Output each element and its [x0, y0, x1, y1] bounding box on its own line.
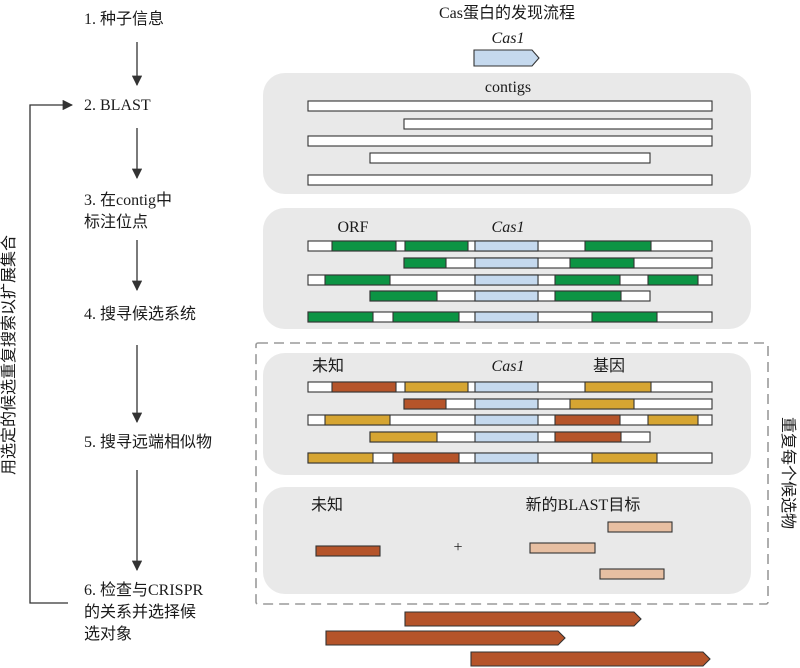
- cas1-segment: [474, 398, 539, 410]
- gene-segment: [331, 240, 397, 252]
- unknown-gene: [315, 545, 381, 557]
- gene-segment: [569, 398, 635, 410]
- cas1-segment: [474, 274, 539, 286]
- gene-segment: [403, 257, 447, 269]
- gene-segment: [307, 452, 374, 464]
- step-5: 5. 搜寻远端相似物: [84, 433, 212, 451]
- gene-segment: [392, 452, 460, 464]
- cas1-segment: [474, 290, 539, 302]
- contig-bar: [307, 100, 713, 112]
- gene-segment: [307, 311, 374, 323]
- gene-segment: [403, 398, 447, 410]
- contigs-label: contigs: [485, 79, 531, 96]
- unknown-label: 未知: [312, 357, 344, 375]
- gene-segment: [331, 381, 397, 393]
- unknown-label: 未知: [311, 496, 343, 514]
- new-blast-target-label: 新的BLAST目标: [526, 496, 641, 514]
- cas1-label: Cas1: [492, 219, 525, 236]
- side-label: 用选定的候选重复搜索以扩展集合: [0, 235, 18, 475]
- gene-segment: [554, 414, 621, 426]
- cas1-segment: [474, 240, 539, 252]
- gene-segment: [324, 274, 391, 286]
- diagram-title: Cas蛋白的发现流程: [439, 4, 575, 22]
- step-line: 1. 种子信息: [84, 10, 164, 28]
- step-line: 的关系并选择候: [84, 603, 196, 621]
- step-4: 4. 搜寻候选系统: [84, 305, 196, 323]
- gene-segment: [591, 311, 658, 323]
- repeat-box: [255, 342, 769, 605]
- gene-segment: [392, 311, 460, 323]
- contig-bar: [307, 135, 713, 147]
- step-list: 1. 种子信息 2. BLAST 3. 在contig中标注位点 4. 搜寻候选系统 5…: [84, 10, 212, 643]
- orf-label: ORF: [337, 219, 368, 236]
- candidate-arrow: [325, 630, 566, 646]
- plus-sign: +: [453, 539, 462, 556]
- step-line: 6. 检查与CRISPR: [84, 581, 203, 599]
- new-target-gene: [599, 568, 665, 580]
- cas1-label: Cas1: [492, 358, 525, 375]
- gene-segment: [584, 381, 652, 393]
- step-line: 选对象: [84, 625, 132, 643]
- step-3: 3. 在contig中标注位点: [84, 191, 172, 231]
- contig-bar: [307, 174, 713, 186]
- gene-segment: [369, 431, 438, 443]
- cas1-segment: [474, 381, 539, 393]
- candidate-arrow: [404, 611, 642, 627]
- gene-segment: [647, 414, 699, 426]
- gene-segment: [324, 414, 391, 426]
- contig-tracks: [307, 100, 713, 580]
- cas1-segment: [474, 257, 539, 269]
- seed-gene-label: Cas1: [492, 30, 525, 47]
- feedback-loop-arrow: [29, 99, 74, 604]
- gene-segment: [554, 431, 622, 443]
- step-1: 1. 种子信息: [84, 10, 164, 28]
- gene-segment: [647, 274, 699, 286]
- cas1-segment: [474, 431, 539, 443]
- seed-gene-arrow: [473, 49, 540, 67]
- contig-bar: [403, 118, 713, 130]
- gene-label: 基因: [593, 357, 625, 375]
- step-6: 6. 检查与CRISPR 的关系并选择候选对象: [84, 581, 203, 643]
- new-target-gene: [529, 542, 596, 554]
- gene-segment: [554, 290, 622, 302]
- gene-segment: [369, 290, 438, 302]
- contig-bar: [369, 152, 651, 164]
- cas1-segment: [474, 452, 539, 464]
- contig-bar: [403, 257, 713, 269]
- step-line: 2. BLAST: [84, 97, 151, 114]
- repeat-label: 重复每个候选物: [779, 417, 797, 529]
- step-line: 标注位点: [84, 213, 148, 231]
- gene-segment: [404, 240, 469, 252]
- gene-segment: [569, 257, 635, 269]
- step-2: 2. BLAST: [84, 97, 151, 114]
- contig-bar: [403, 398, 713, 410]
- step-line: 3. 在contig中: [84, 191, 172, 209]
- new-target-gene: [607, 521, 673, 533]
- candidate-arrow: [470, 651, 711, 667]
- cas1-segment: [474, 311, 539, 323]
- gene-segment: [554, 274, 621, 286]
- cas1-segment: [474, 414, 539, 426]
- step-line: 4. 搜寻候选系统: [84, 305, 196, 323]
- step-line: 5. 搜寻远端相似物: [84, 433, 212, 451]
- gene-segment: [584, 240, 652, 252]
- gene-segment: [591, 452, 658, 464]
- new-target-panel: [263, 487, 751, 594]
- gene-segment: [404, 381, 469, 393]
